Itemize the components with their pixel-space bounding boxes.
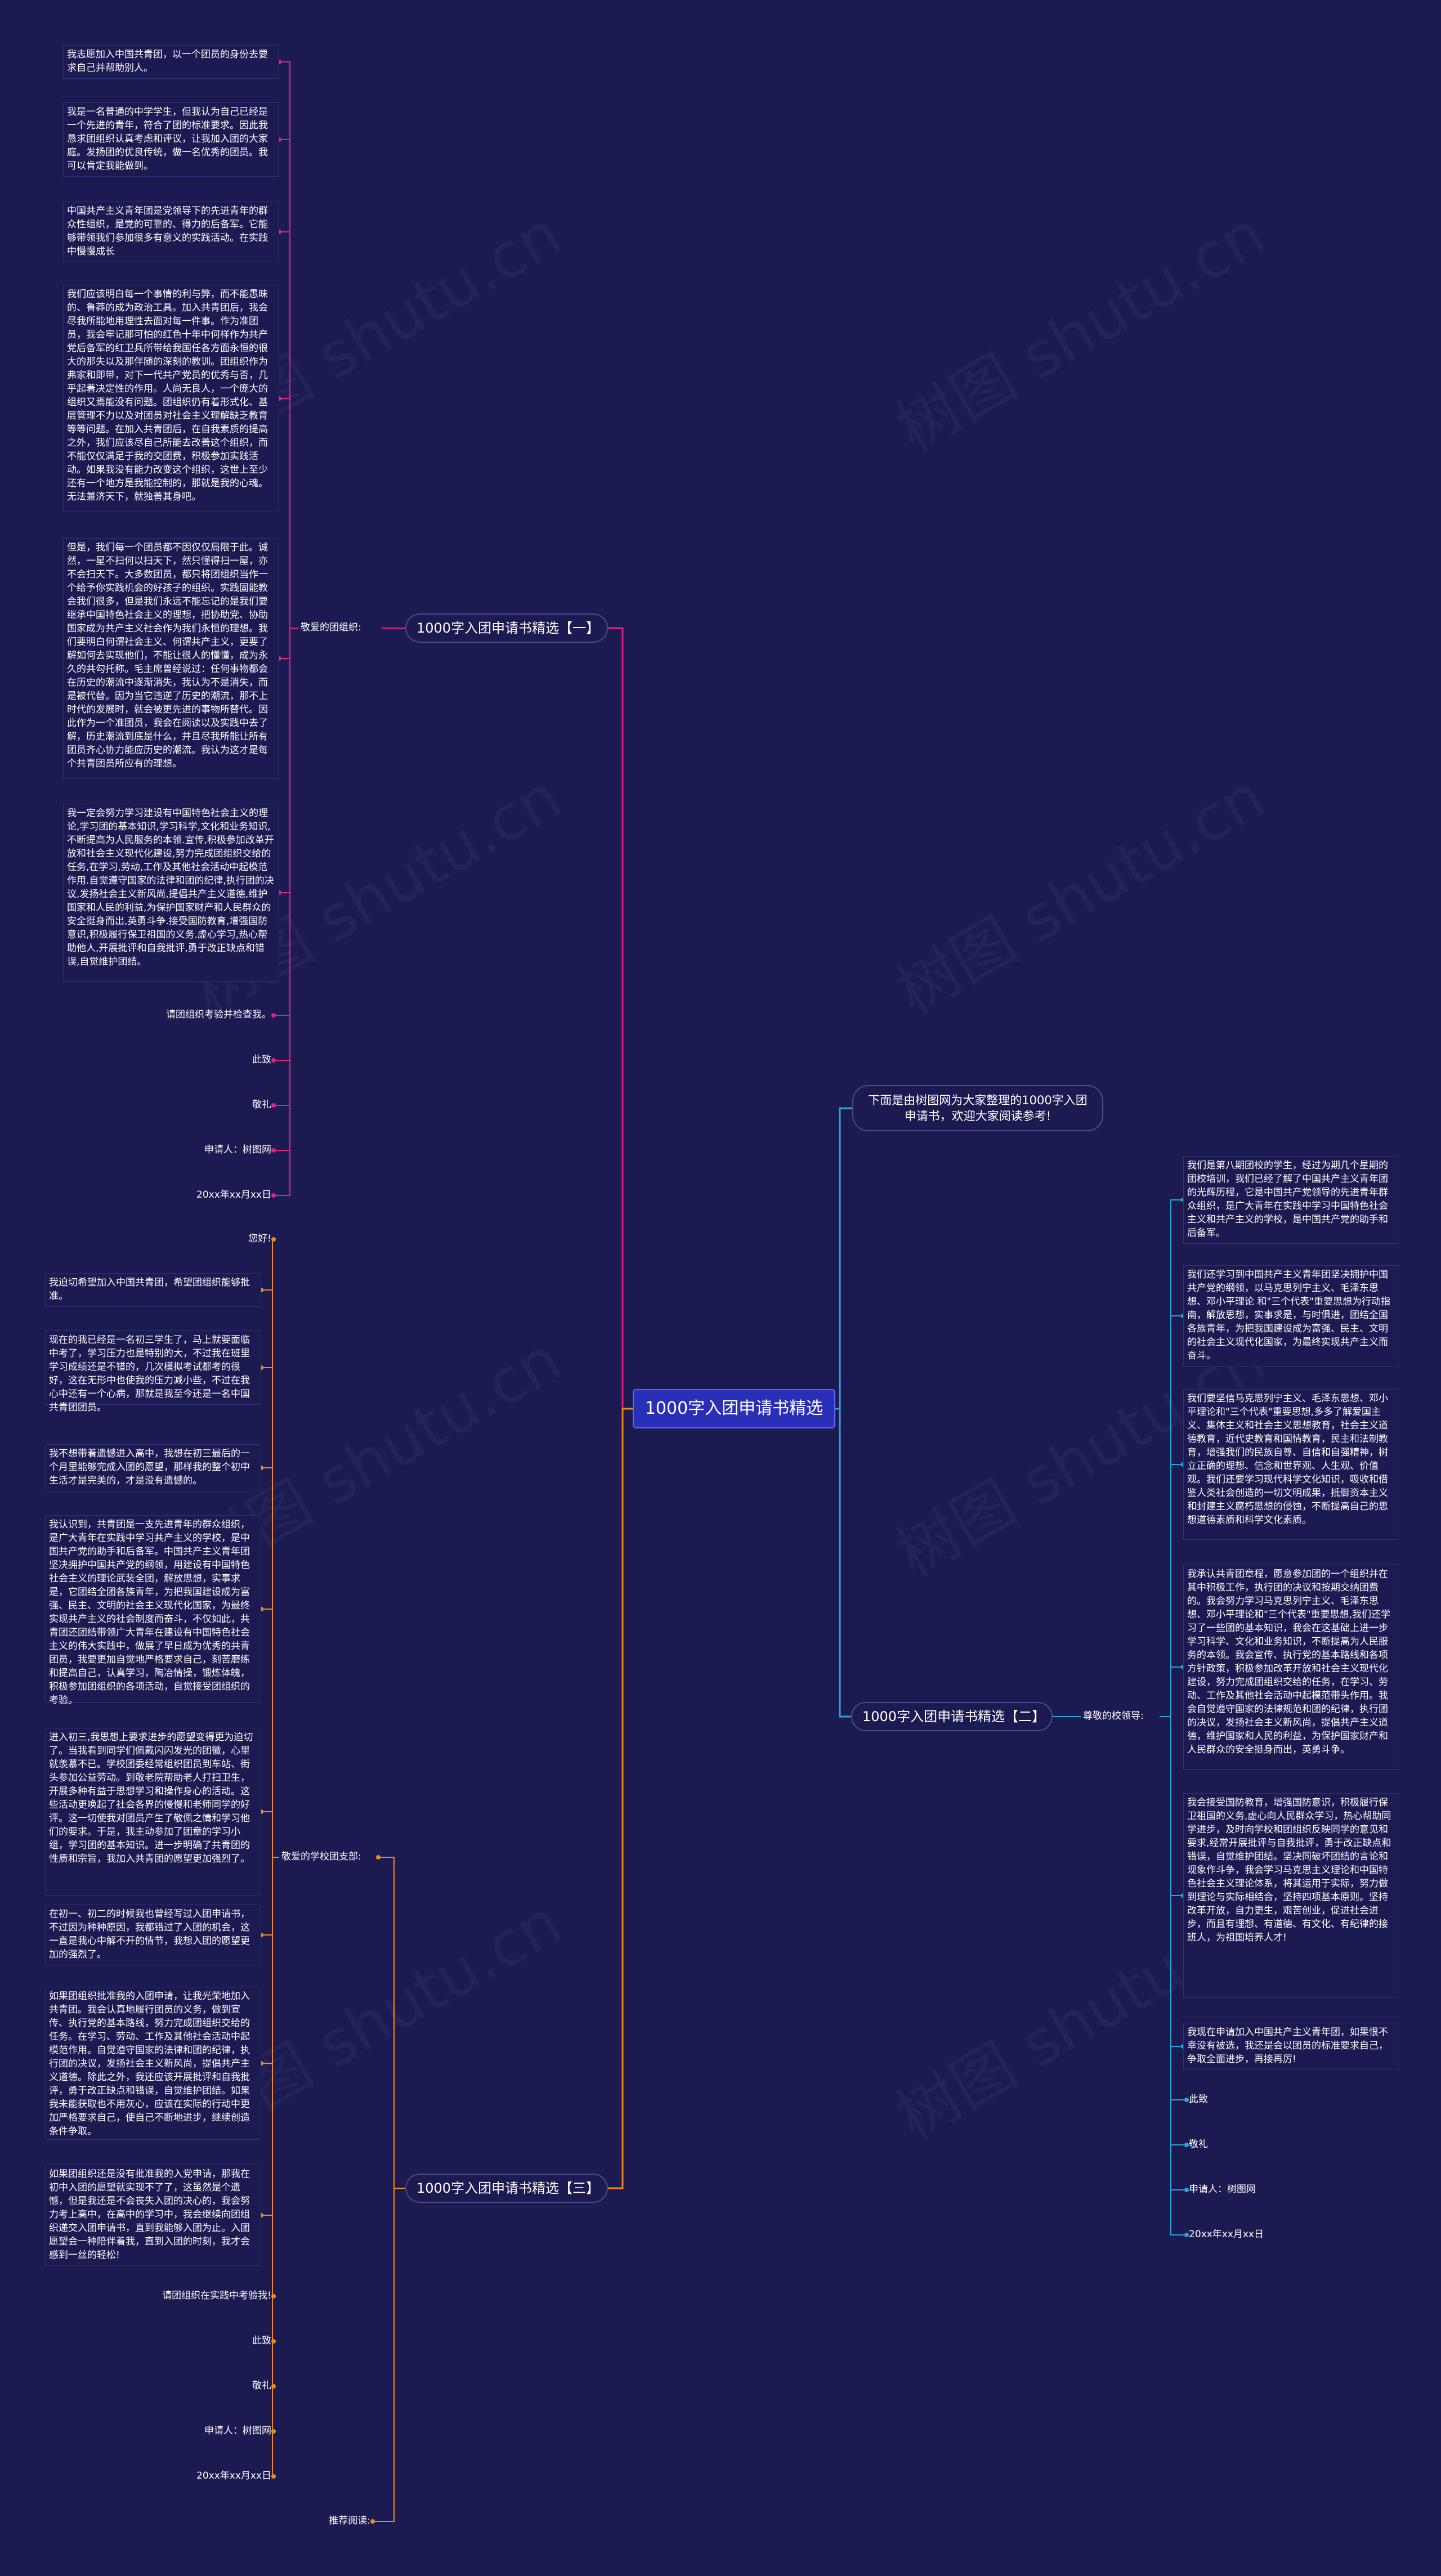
connector-dot bbox=[376, 1855, 381, 1860]
connector-line bbox=[1160, 1716, 1187, 2235]
branch-one-item[interactable]: 我是一名普通的中学学生，但我认为自己已经是一个先进的青年，符合了团的标准要求。因… bbox=[63, 102, 279, 177]
branch-three-item[interactable]: 请团组织在实践中考验我! bbox=[162, 2290, 271, 2301]
branch-two-item[interactable]: 20xx年xx月xx日 bbox=[1189, 2229, 1264, 2240]
branch-two-item[interactable]: 我们还学习到中国共产主义青年团坚决拥护中国共产党的纲领，以马克思列宁主义、毛泽东… bbox=[1183, 1265, 1399, 1367]
branch-one-item[interactable]: 但是，我们每一个团员都不因仅仅局限于此。诚然，一星不扫何以扫天下，然只懂得扫一屋… bbox=[63, 538, 279, 779]
connector-dot bbox=[1184, 2233, 1189, 2237]
branch-one-item[interactable]: 请团组织考验并检查我。 bbox=[166, 1009, 271, 1020]
connector-line bbox=[1160, 1716, 1187, 2190]
connector-line bbox=[261, 1857, 279, 2216]
branch-two-topic[interactable]: 1000字入团申请书精选【二】 bbox=[851, 1702, 1053, 1731]
connector-line bbox=[1160, 1716, 1187, 2100]
branch-three-salutation[interactable]: 敬爱的学校团支部: bbox=[281, 1851, 361, 1862]
branch-two-item[interactable]: 我现在申请加入中国共产主义青年团，如果恨不幸没有被选，我还是会以团员的标准要求自… bbox=[1183, 2023, 1399, 2070]
connector-line bbox=[279, 231, 298, 629]
branch-two-item[interactable]: 敬礼 bbox=[1189, 2139, 1208, 2150]
connector-line bbox=[272, 1857, 279, 2387]
branch-three-item[interactable]: 如果团组织还是没有批准我的入党申请，那我在初中入团的愿望就实现不了了，这虽然是个… bbox=[45, 2165, 261, 2266]
connector-line bbox=[835, 1408, 851, 1718]
branch-three-item[interactable]: 如果团组织批准我的入团申请，让我光荣地加入共青团。我会认真地履行团员的义务，做到… bbox=[45, 1987, 261, 2140]
branch-two-item[interactable]: 我们要坚信马克思列宁主义、毛泽东思想、邓小平理论和"三个代表"重要思想,多多了解… bbox=[1183, 1389, 1399, 1540]
branch-one-item[interactable]: 此致 bbox=[252, 1054, 271, 1065]
branch-one-item[interactable]: 20xx年xx月xx日 bbox=[196, 1189, 271, 1200]
root-topic[interactable]: 1000字入团申请书精选 bbox=[633, 1389, 835, 1428]
connector-line bbox=[373, 2188, 405, 2522]
connector-line bbox=[1160, 1666, 1183, 1717]
connector-line bbox=[279, 61, 298, 629]
branch-three-item[interactable]: 进入初三,我思想上要求进步的愿望变得更为迫切了。当我看到同学们佩戴闪闪发光的团徽… bbox=[45, 1728, 261, 1896]
connector-dot bbox=[271, 2474, 276, 2479]
branch-two-item[interactable]: 申请人：树图网 bbox=[1189, 2184, 1256, 2195]
connector-dot bbox=[271, 1237, 276, 1242]
connector-line bbox=[272, 1857, 279, 2342]
branch-two-item[interactable]: 我承认共青团章程，愿意参加团的一个组织并在其中积极工作，执行团的决议和按期交纳团… bbox=[1183, 1565, 1399, 1769]
intro-topic[interactable]: 下面是由树图网为大家整理的1000字入团申请书，欢迎大家阅读参考! bbox=[852, 1085, 1103, 1131]
connector-dot bbox=[1184, 2188, 1189, 2192]
branch-two-salutation[interactable]: 尊敬的校领导: bbox=[1083, 1710, 1144, 1722]
connector-line bbox=[274, 628, 298, 1196]
branch-three-item[interactable]: 申请人：树图网 bbox=[204, 2425, 271, 2436]
branch-three-item[interactable]: 您好! bbox=[248, 1233, 271, 1244]
connector-line bbox=[279, 139, 298, 629]
connector-dot bbox=[271, 1103, 276, 1108]
branch-one-salutation[interactable]: 敬爱的团组织: bbox=[301, 622, 361, 633]
branch-one-item[interactable]: 我们应该明白每一个事情的利与弊，而不能愚昧的、鲁莽的成为政治工具。加入共青团后，… bbox=[63, 285, 279, 512]
connector-dot bbox=[271, 1148, 276, 1153]
branch-one-item[interactable]: 中国共产主义青年团是党领导下的先进青年的群众性组织，是党的可靠的、得力的后备军。… bbox=[63, 201, 279, 262]
connector-line bbox=[279, 628, 298, 659]
connector-line bbox=[261, 1609, 279, 1858]
branch-two-item[interactable]: 此致 bbox=[1189, 2094, 1208, 2105]
branch-three-topic[interactable]: 1000字入团申请书精选【三】 bbox=[405, 2174, 608, 2203]
branch-three-item[interactable]: 我认识到，共青团是一支先进青年的群众组织，是广大青年在实践中学习共产主义的学校，… bbox=[45, 1515, 261, 1706]
connector-line bbox=[279, 628, 298, 893]
connector-line bbox=[261, 1289, 279, 1858]
branch-three-item[interactable]: 我不想带着遗憾进入高中，我想在初三最后的一个月里能够完成入团的愿望，那样我的整个… bbox=[45, 1444, 261, 1491]
connector-line bbox=[608, 627, 633, 1410]
connector-dot bbox=[271, 1013, 276, 1018]
connector-line bbox=[272, 1857, 279, 2297]
branch-three-item[interactable]: 在初一、初二的时候我也曾经写过入团申请书，不过因为种种原因，我都错过了入团的机会… bbox=[45, 1905, 261, 1965]
connector-dot bbox=[271, 1193, 276, 1198]
connector-line bbox=[279, 398, 298, 629]
branch-three-item[interactable]: 我迫切希望加入中国共青团，希望团组织能够批准。 bbox=[45, 1273, 261, 1307]
connector-line bbox=[835, 1107, 852, 1410]
branch-three-item[interactable]: 此致 bbox=[252, 2335, 271, 2346]
branch-one-item[interactable]: 我一定会努力学习建设有中国特色社会主义的理论,学习团的基本知识,学习科学,文化和… bbox=[63, 804, 279, 982]
connector-dot bbox=[1184, 2143, 1189, 2147]
branch-one-item[interactable]: 申请人：树图网 bbox=[204, 1144, 271, 1155]
branch-two-item[interactable]: 我会接受国防教育，增强国防意识，积极履行保卫祖国的义务,虚心向人民群众学习，热心… bbox=[1183, 1793, 1399, 1998]
branch-one-item[interactable]: 敬礼 bbox=[252, 1099, 271, 1110]
connector-line bbox=[608, 1408, 633, 2189]
connector-line bbox=[261, 1857, 279, 2064]
branch-three-item[interactable]: 20xx年xx月xx日 bbox=[196, 2470, 271, 2481]
connector-dot bbox=[271, 1058, 276, 1063]
connector-line bbox=[261, 1467, 279, 1858]
connector-line bbox=[1160, 1716, 1187, 2145]
connector-line bbox=[272, 1239, 279, 1858]
connector-line bbox=[261, 1811, 279, 1858]
branch-two-item[interactable]: 我们是第八期团校的学生，经过为期几个星期的团校培训，我们已经了解了中国共产主义青… bbox=[1183, 1156, 1399, 1244]
connector-line bbox=[261, 1367, 279, 1858]
recommended-reading[interactable]: 推荐阅读: bbox=[329, 2515, 370, 2526]
connector-dot bbox=[370, 2519, 375, 2524]
connector-dot bbox=[1184, 2098, 1189, 2102]
branch-three-item[interactable]: 现在的我已经是一名初三学生了，马上就要面临中考了，学习压力也是特别的大，不过我在… bbox=[45, 1330, 261, 1413]
branch-three-item[interactable]: 敬礼 bbox=[252, 2380, 271, 2391]
connector-line bbox=[261, 1857, 279, 1936]
branch-one-topic[interactable]: 1000字入团申请书精选【一】 bbox=[405, 613, 608, 643]
branch-one-item[interactable]: 我志愿加入中国共青团，以一个团员的身份去要求自己并帮助别人。 bbox=[63, 45, 279, 79]
connector-line bbox=[378, 1857, 405, 2189]
